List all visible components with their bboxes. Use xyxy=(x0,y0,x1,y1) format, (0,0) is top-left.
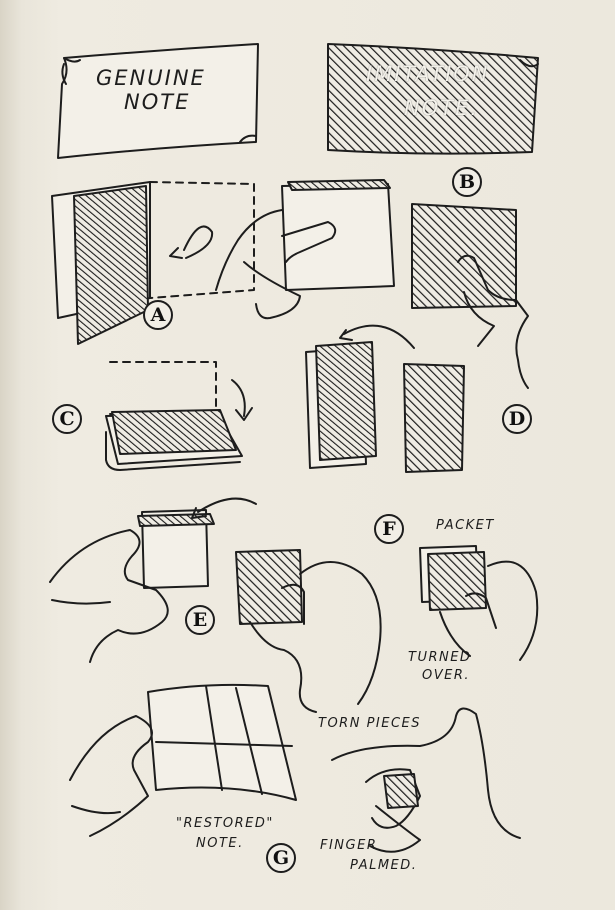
figure-a-folded-note xyxy=(51,181,255,345)
genuine-note xyxy=(57,43,259,159)
figure-d-folded-strips xyxy=(305,324,465,473)
figure-g-finger-palmed xyxy=(331,707,521,853)
genuine-note-label-2: NOTE xyxy=(124,90,191,114)
figure-b-hatched-note xyxy=(411,203,529,389)
turned-over-label-1: TURNED xyxy=(408,650,472,665)
figure-c-badge: C xyxy=(52,404,82,434)
figure-g-restored-note xyxy=(69,683,297,837)
figure-d-badge: D xyxy=(502,404,532,434)
figure-c-folded-stack xyxy=(105,361,253,471)
turned-over-label-2: OVER. xyxy=(422,668,471,683)
figure-e-badge: E xyxy=(185,605,215,635)
finger-palmed-label-1: FINGER xyxy=(320,838,378,853)
hand-holding-packet xyxy=(215,179,395,320)
imitation-note-label-2: NOTE. xyxy=(404,96,480,120)
figure-a-badge: A xyxy=(143,300,173,330)
figure-f-badge: F xyxy=(374,514,404,544)
genuine-note-label-1: GENUINE xyxy=(96,66,206,90)
figure-e-hands xyxy=(49,497,382,713)
restored-note-label-2: NOTE. xyxy=(196,836,244,851)
figure-b-badge: B xyxy=(452,167,482,197)
imitation-note-label-1: IMITATION xyxy=(366,62,490,86)
figure-g-badge: G xyxy=(266,843,296,873)
restored-note-label-1: "RESTORED" xyxy=(176,816,274,831)
figure-f-packet-turned-over xyxy=(419,545,539,661)
finger-palmed-label-2: PALMED. xyxy=(350,858,418,873)
packet-label: PACKET xyxy=(436,518,495,533)
imitation-note xyxy=(327,43,539,155)
torn-pieces-label: TORN PIECES xyxy=(318,716,421,731)
